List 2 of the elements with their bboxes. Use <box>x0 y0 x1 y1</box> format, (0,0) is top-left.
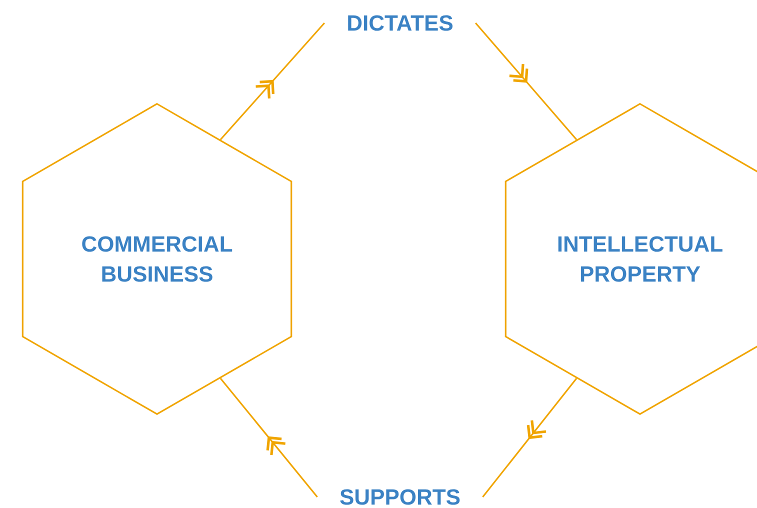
label-word: DICTATES <box>348 15 453 31</box>
label-word: SUPPORTS <box>340 489 460 505</box>
